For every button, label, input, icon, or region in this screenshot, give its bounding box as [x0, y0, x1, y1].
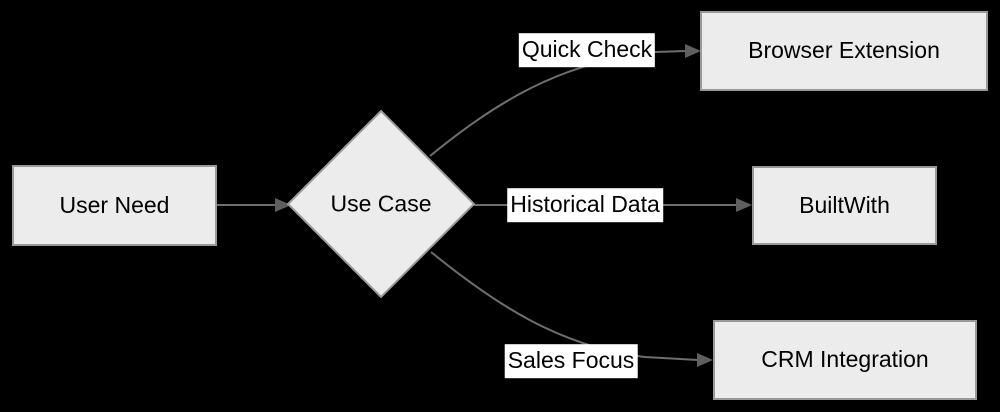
node-builtwith-label: BuiltWith — [799, 191, 890, 218]
node-use-case-label: Use Case — [330, 190, 432, 217]
node-builtwith: BuiltWith — [752, 166, 937, 245]
node-use-case-shape — [286, 109, 476, 299]
node-crm-integration-label: CRM Integration — [761, 346, 929, 373]
node-user-need-label: User Need — [59, 191, 170, 218]
node-browser-extension-label: Browser Extension — [748, 37, 940, 64]
arrowhead-use-case — [275, 198, 291, 212]
node-browser-extension: Browser Extension — [700, 11, 988, 91]
arrowhead-builtwith — [736, 198, 752, 212]
edge-label-sales-focus: Sales Focus — [504, 344, 638, 378]
edge-label-historical-data: Historical Data — [507, 188, 663, 222]
arrowhead-browser-extension — [685, 44, 701, 58]
node-crm-integration: CRM Integration — [713, 320, 977, 400]
node-user-need: User Need — [12, 165, 217, 246]
edge-label-quick-check: Quick Check — [518, 33, 656, 67]
arrowhead-crm-integration — [697, 353, 713, 367]
